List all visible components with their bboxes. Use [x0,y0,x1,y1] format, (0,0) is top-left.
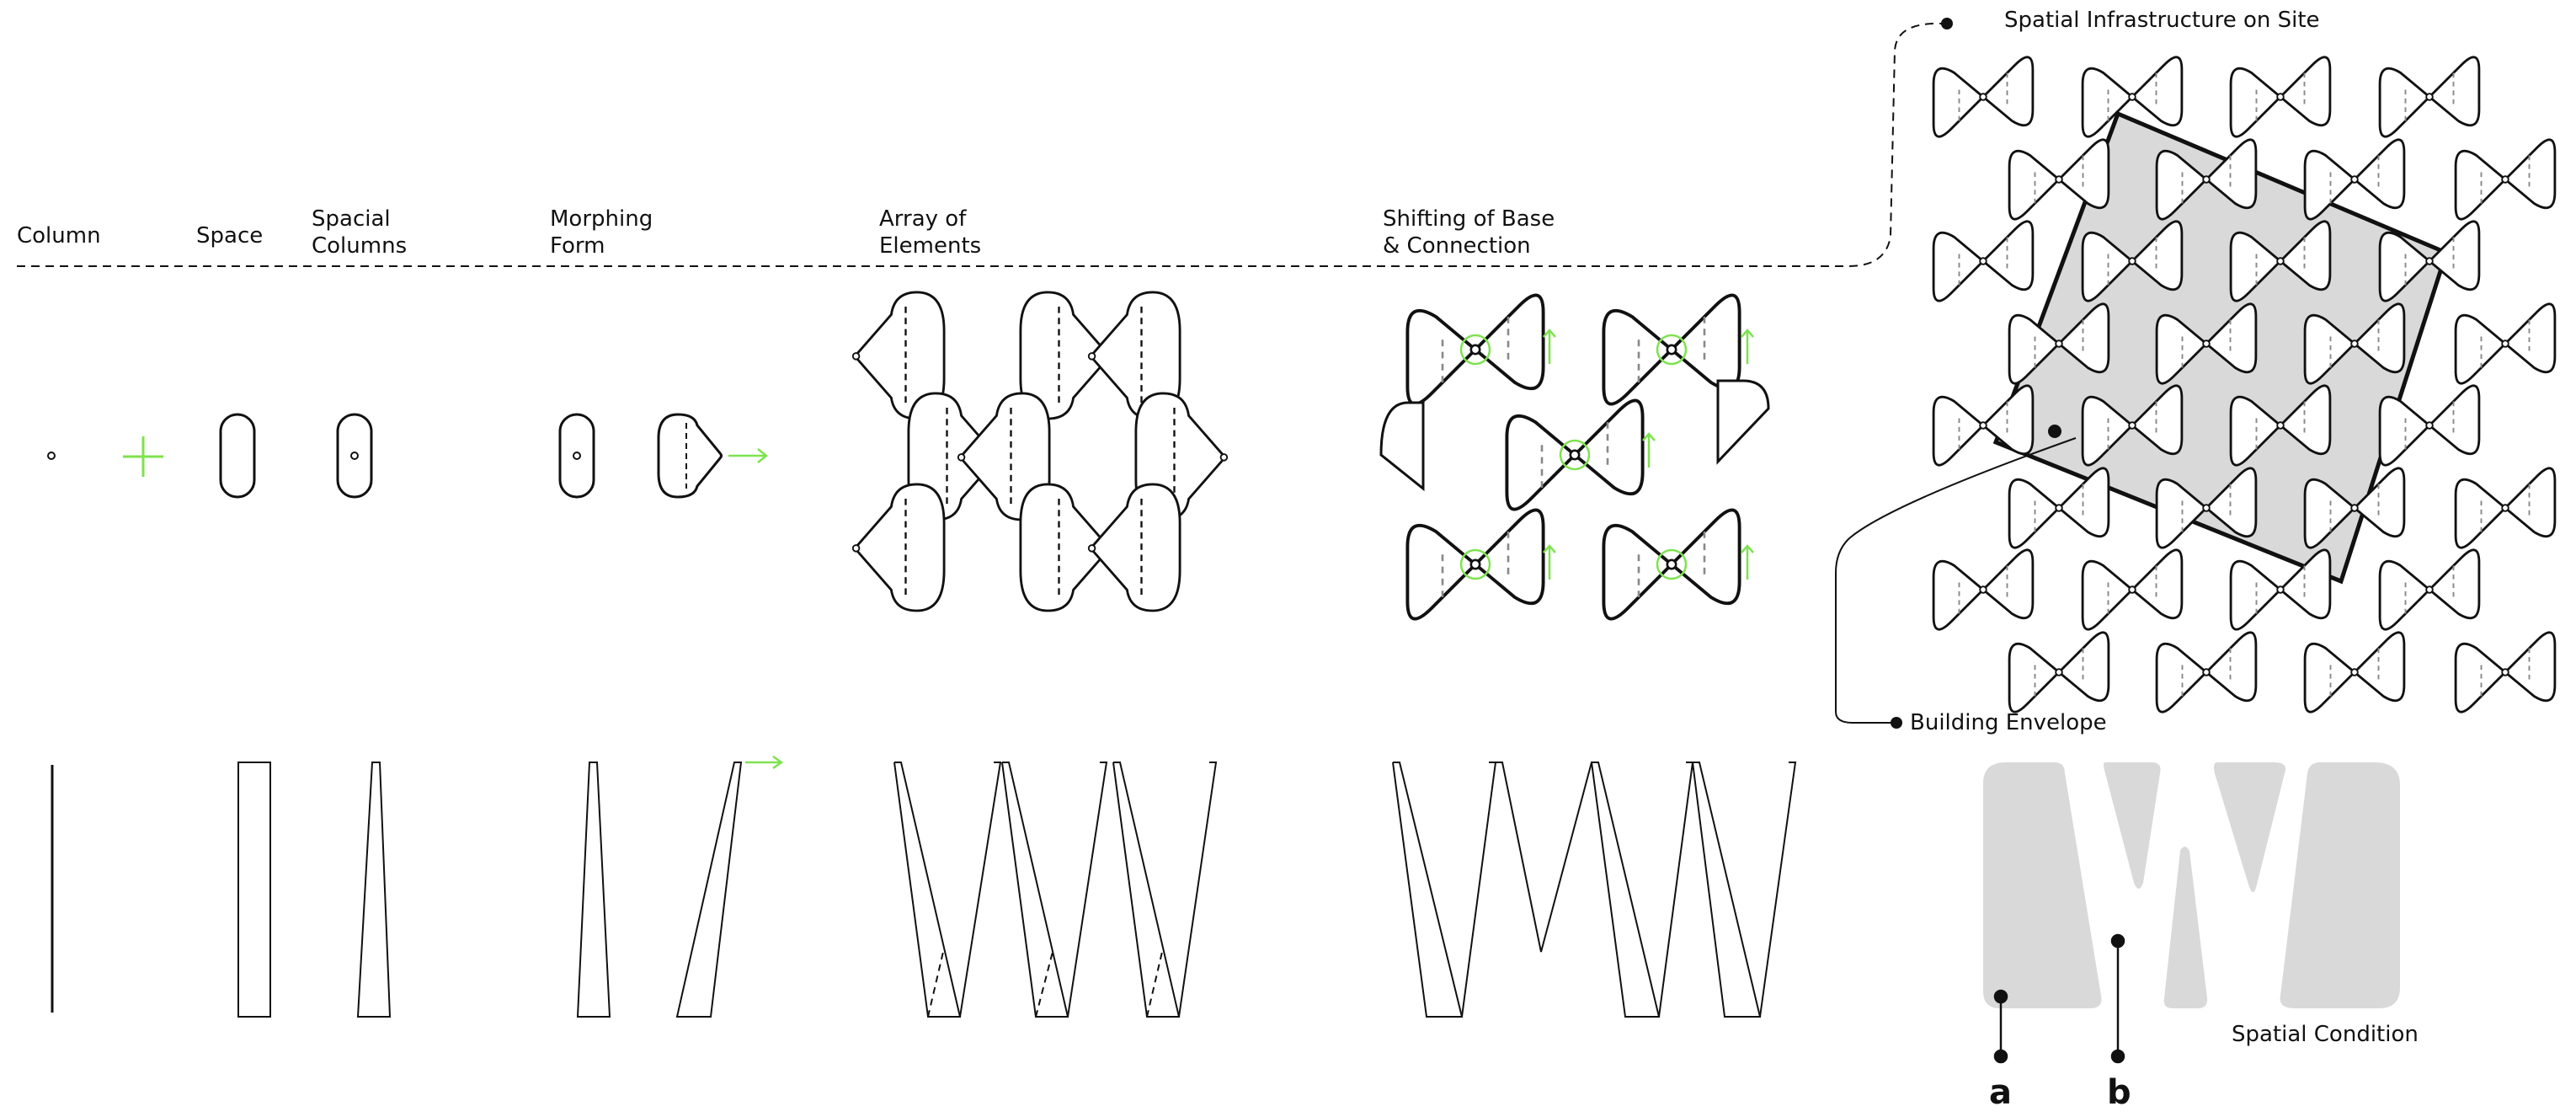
site-element [2378,384,2481,467]
morph-elevation-2 [675,762,743,1018]
spacial-column-elevation [356,762,392,1018]
site-element [2303,631,2406,713]
label-spacial-columns-1: Spacial [312,206,391,232]
section-divider [17,23,1945,267]
array-elements [853,291,1229,612]
shifted-elevation [1392,762,1797,1018]
site-element [2454,631,2557,713]
space-capsule [219,413,256,499]
site-element [2303,138,2406,221]
site-plan [1835,56,2557,729]
site-element [1932,56,2035,138]
arrow-right-icon [728,448,769,463]
label-shifting-1: Shifting of Base [1383,206,1555,232]
envelope-leader-start [2048,425,2061,438]
label-shifting-2: & Connection [1383,233,1531,259]
marker-b-label: b [2107,1073,2131,1112]
envelope-leader-dot [1891,717,1902,729]
array-elevation [893,762,1218,1018]
site-element [1932,548,2035,631]
site-element [2008,631,2110,713]
label-spacial-columns-2: Columns [312,233,408,259]
site-element [2008,467,2110,549]
label-column: Column [17,223,101,249]
label-array-1: Array of [879,206,967,232]
morph-elevation-1 [576,762,611,1018]
site-element [2378,56,2481,138]
site-element [2378,548,2481,631]
site-element [2229,548,2332,631]
site-leader-dot [1941,18,1953,29]
site-element [2454,302,2557,385]
site-plan-title: Spatial Infrastructure on Site [2004,8,2320,33]
condition-shape-a [1983,762,2102,1008]
condition-markers [1993,933,2125,1064]
label-array-2: Elements [879,233,982,259]
condition-shape-b [2163,847,2208,1008]
plus-icon [123,436,163,477]
envelope-label: Building Envelope [1910,710,2107,735]
site-element [1932,220,2035,302]
marker-a-label: a [1989,1073,2012,1112]
site-element [2155,631,2258,713]
space-elevation [237,762,271,1018]
site-element [2008,138,2110,221]
spatial-condition-label: Spatial Condition [2232,1022,2419,1047]
label-morphing-form-1: Morphing [550,206,653,232]
column-plan-dot [47,452,56,460]
site-element [2081,548,2184,631]
arrow-right-icon [745,755,784,770]
site-element [2454,138,2557,221]
morph-teardrop [657,413,723,499]
spatial-condition-figure [1983,762,2400,1008]
site-element [2229,56,2332,138]
site-element [1932,384,2035,467]
label-space: Space [196,223,264,249]
label-morphing-form-2: Form [550,233,605,259]
site-element [2454,467,2557,549]
shifted-elements [1379,293,1770,621]
